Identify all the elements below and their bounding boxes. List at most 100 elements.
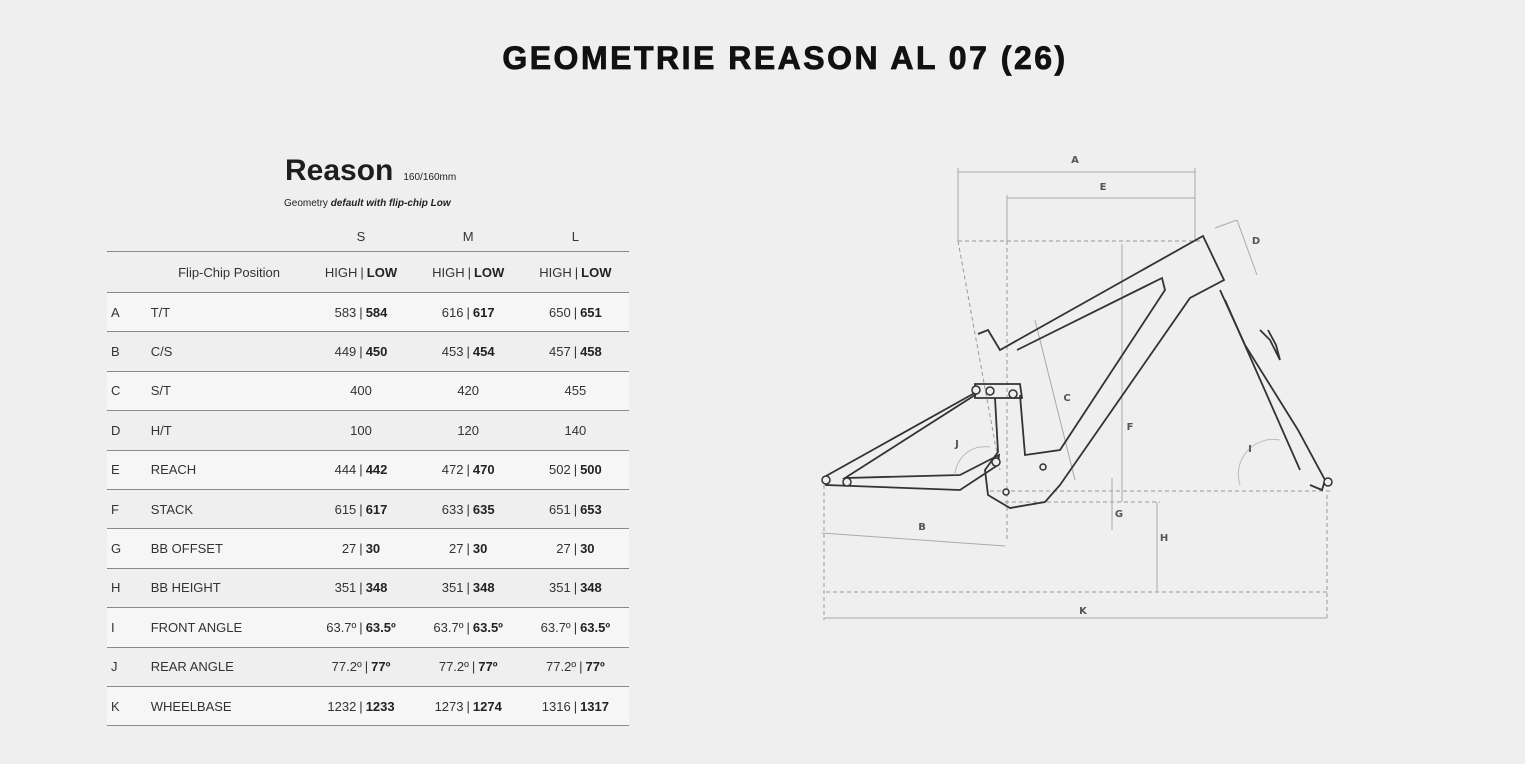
low-label: LOW <box>581 264 612 280</box>
row-measure-name: BB OFFSET <box>150 528 308 569</box>
low-value: 30 <box>472 541 488 557</box>
row-measure-name: C/S <box>150 331 308 372</box>
angle-arcs <box>954 438 1281 486</box>
row-measure-name: REACH <box>150 450 308 490</box>
flip-chip-label: Flip-Chip Position <box>150 251 308 293</box>
separator: | <box>359 541 363 557</box>
low-value: 653 <box>580 501 602 517</box>
row-value-s: 449|450 <box>307 331 415 372</box>
size-header-row: S M L <box>107 222 629 252</box>
separator: | <box>466 304 470 320</box>
high-value: 453 <box>441 344 464 360</box>
row-value-s: 583|584 <box>307 292 415 333</box>
low-value: 63.5º <box>472 619 503 635</box>
row-measure-name: BB HEIGHT <box>150 568 308 609</box>
separator: | <box>466 501 470 517</box>
row-letter: I <box>107 607 151 648</box>
row-value-m: 1273|1274 <box>414 686 522 727</box>
dimension-labels: A E D C F I J G B H K <box>918 155 1260 617</box>
high-value: 1316 <box>541 698 571 714</box>
separator: | <box>359 344 363 360</box>
row-measure-name: H/T <box>150 410 308 451</box>
high-value: 502 <box>548 462 571 478</box>
high-value: 1273 <box>434 698 464 714</box>
separator: | <box>359 304 363 320</box>
row-value-l: 77.2º|77º <box>521 647 629 687</box>
row-measure-name: S/T <box>150 371 308 412</box>
label-a: A <box>1071 155 1079 166</box>
row-value-m: 27|30 <box>414 528 522 569</box>
separator: | <box>466 580 470 596</box>
row-measure-name: T/T <box>150 292 308 333</box>
row-value-l: 457|458 <box>521 331 629 372</box>
row-value-s: 444|442 <box>307 450 415 490</box>
page-title: GEOMETRIE REASON AL 07 (26) <box>502 40 1068 77</box>
row-measure-name: REAR ANGLE <box>150 647 308 687</box>
label-c: C <box>1063 393 1070 404</box>
frame-geometry-diagram: A E D C F I J G B H K <box>821 155 1333 620</box>
label-j: J <box>954 439 959 450</box>
high-label: HIGH <box>432 264 465 280</box>
high-value: 63.7º <box>540 619 571 635</box>
separator: | <box>573 304 578 320</box>
row-value-s: 63.7º|63.5º <box>307 607 415 648</box>
row-value-l: 27|30 <box>521 528 629 569</box>
row-letter: F <box>107 489 151 530</box>
row-measure-name: WHEELBASE <box>150 686 308 727</box>
separator: | <box>573 501 578 517</box>
flip-chip-m: HIGH|LOW <box>414 251 522 293</box>
row-value-m: 616|617 <box>414 292 522 333</box>
blank-header <box>150 222 308 252</box>
high-value: 351 <box>441 580 464 596</box>
high-value: 457 <box>548 344 571 360</box>
low-label: LOW <box>473 264 505 280</box>
separator: | <box>579 659 583 675</box>
separator: | <box>359 580 363 596</box>
single-value: 100 <box>350 422 372 438</box>
row-value-l: 455 <box>521 371 629 412</box>
label-k: K <box>1079 606 1088 617</box>
row-value-l: 351|348 <box>521 568 629 609</box>
low-value: 1317 <box>580 698 609 714</box>
low-value: 651 <box>580 304 602 320</box>
row-letter: J <box>107 647 151 687</box>
low-value: 635 <box>472 501 495 517</box>
low-value: 77º <box>585 659 605 675</box>
row-letter: H <box>107 568 151 609</box>
high-value: 351 <box>548 580 571 596</box>
low-value: 617 <box>365 501 388 517</box>
low-value: 454 <box>472 344 495 360</box>
high-value: 449 <box>334 344 357 360</box>
separator: | <box>359 501 363 517</box>
flip-chip-s: HIGH|LOW <box>307 251 415 293</box>
label-d: D <box>1252 236 1260 247</box>
label-h: H <box>1160 533 1168 544</box>
low-value: 1233 <box>365 698 395 714</box>
low-value: 584 <box>365 304 388 320</box>
high-label: HIGH <box>539 264 572 280</box>
model-travel: 160/160mm <box>403 172 457 183</box>
low-value: 63.5º <box>365 619 396 635</box>
high-label: HIGH <box>324 264 358 280</box>
high-value: 63.7º <box>433 619 464 635</box>
low-value: 442 <box>365 462 388 478</box>
high-value: 444 <box>334 462 357 478</box>
row-letter: E <box>107 450 151 490</box>
row-value-l: 651|653 <box>521 489 629 530</box>
high-value: 1232 <box>327 698 357 714</box>
low-value: 30 <box>580 541 595 557</box>
label-g: G <box>1115 509 1123 520</box>
separator: | <box>359 462 363 478</box>
high-value: 27 <box>449 541 464 557</box>
separator: | <box>360 264 364 280</box>
label-f: F <box>1127 422 1134 433</box>
row-letter: A <box>107 292 151 333</box>
row-value-s: 100 <box>307 410 415 451</box>
model-heading: Reason 160/160mm <box>285 154 456 188</box>
